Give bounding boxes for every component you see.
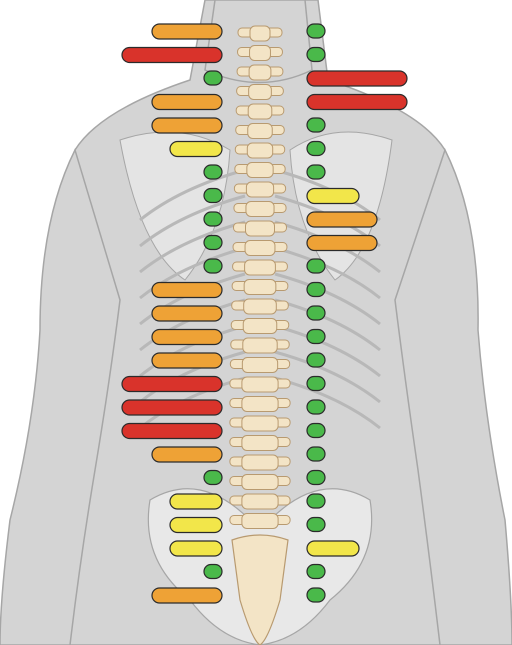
rib-left <box>139 194 246 248</box>
vertebra <box>245 181 275 198</box>
left-marker-green <box>203 187 223 204</box>
rib-left <box>139 350 246 404</box>
left-marker-green <box>203 70 223 86</box>
right-marker-green <box>306 258 326 274</box>
vertebra <box>241 415 279 432</box>
vertebra <box>248 64 272 81</box>
right-marker-green <box>306 281 326 298</box>
right-marker-green <box>306 493 326 509</box>
right-marker-green <box>306 328 326 345</box>
left-marker-red <box>121 375 223 393</box>
right-marker-green <box>306 140 326 157</box>
vertebra <box>245 201 275 217</box>
body-left-arm <box>0 147 121 645</box>
vertebra <box>249 45 271 61</box>
left-marker-red <box>121 422 223 440</box>
body-right-arm <box>394 148 512 645</box>
vertebra <box>241 493 279 510</box>
right-marker-yellow <box>306 187 360 205</box>
vertebra <box>241 396 279 412</box>
left-marker-green <box>203 563 223 580</box>
rib-left <box>139 168 246 222</box>
right-marker-green <box>306 469 326 486</box>
left-marker-green <box>203 164 223 180</box>
right-marker-red <box>306 93 408 111</box>
right-marker-green <box>306 164 326 180</box>
rib-left <box>139 220 246 274</box>
left-marker-green <box>203 258 223 274</box>
rib-left <box>139 246 246 300</box>
vertebra <box>249 25 271 42</box>
vertebra <box>245 220 275 237</box>
left-marker-green <box>203 234 223 251</box>
vertebra <box>242 337 278 354</box>
vertebra <box>246 162 274 178</box>
vertebra <box>241 376 279 393</box>
vertebra <box>243 298 277 315</box>
right-marker-orange <box>306 211 378 228</box>
left-marker-yellow <box>169 516 223 534</box>
vertebra <box>244 240 276 256</box>
left-marker-green <box>203 469 223 486</box>
left-marker-orange <box>151 305 223 322</box>
left-marker-red <box>121 46 223 64</box>
right-marker-green <box>306 516 326 533</box>
left-marker-orange <box>151 446 223 463</box>
vertebra <box>247 103 273 120</box>
right-marker-green <box>306 563 326 580</box>
vertebra <box>241 474 279 490</box>
vertebra <box>241 357 279 373</box>
right-marker-red <box>306 70 408 87</box>
right-marker-green <box>306 352 326 368</box>
spinal-column <box>229 25 291 645</box>
left-marker-red <box>121 399 223 416</box>
left-marker-orange <box>151 328 223 346</box>
left-marker-yellow <box>169 493 223 510</box>
right-marker-green <box>306 46 326 63</box>
left-marker-orange <box>151 93 223 111</box>
right-marker-green <box>306 422 326 439</box>
right-marker-orange <box>306 234 378 252</box>
rib-right <box>274 246 381 300</box>
left-marker-orange <box>151 281 223 299</box>
vertebra <box>241 454 279 471</box>
vertebra <box>246 142 274 159</box>
left-marker-orange <box>151 23 223 40</box>
left-marker-yellow <box>169 540 223 557</box>
right-marker-green <box>306 375 326 392</box>
right-marker-column <box>306 23 408 603</box>
vertebra <box>241 435 279 451</box>
vertebra <box>242 318 278 334</box>
vertebra <box>243 279 277 295</box>
right-marker-green <box>306 399 326 415</box>
left-marker-yellow <box>169 140 223 158</box>
vertebra <box>247 123 273 139</box>
right-marker-yellow <box>306 540 360 557</box>
rib-right <box>274 350 381 404</box>
vertebra <box>248 84 272 100</box>
right-marker-green <box>306 587 326 603</box>
left-marker-orange <box>151 587 223 604</box>
sacrum <box>231 534 289 645</box>
rib-right <box>274 272 381 326</box>
right-marker-green <box>306 23 326 39</box>
left-marker-orange <box>151 352 223 369</box>
right-marker-green <box>306 117 326 133</box>
rib-right <box>274 324 381 378</box>
right-marker-green <box>306 305 326 321</box>
left-marker-column <box>121 23 223 604</box>
vertebra <box>244 259 276 276</box>
left-marker-green <box>203 211 223 227</box>
right-marker-green <box>306 446 326 462</box>
left-marker-orange <box>151 117 223 134</box>
vertebra <box>241 513 279 529</box>
rib-left <box>139 324 246 378</box>
